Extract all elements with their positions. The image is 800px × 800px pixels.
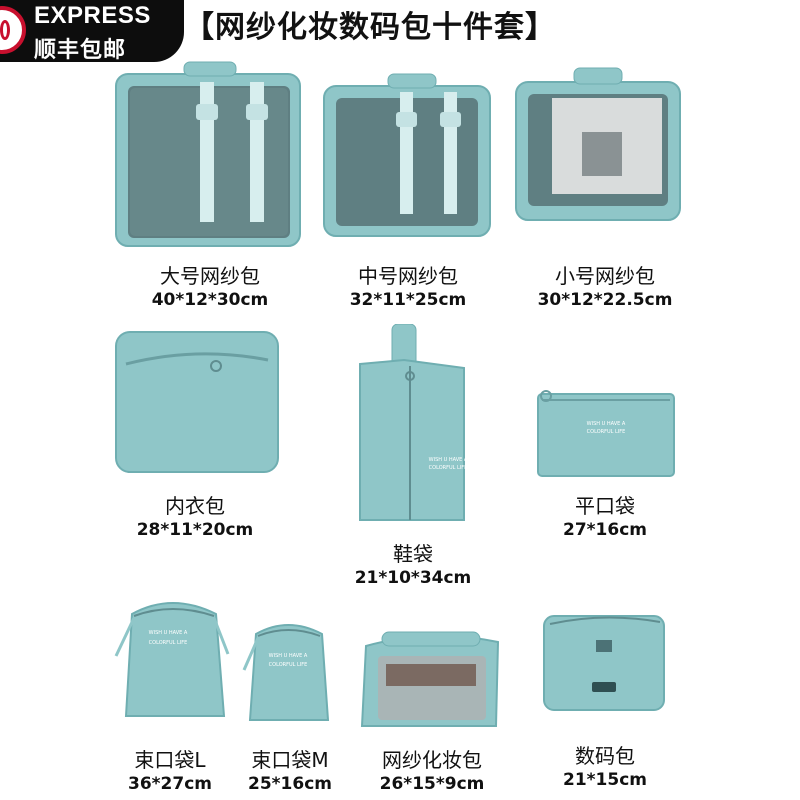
product-name-shoe: 鞋袋 bbox=[393, 542, 433, 566]
product-name-small-mesh: 小号网纱包 bbox=[555, 264, 655, 288]
badge-shipping-text: 顺丰包邮 bbox=[34, 38, 127, 62]
product-name-flat-pouch: 平口袋 bbox=[575, 494, 635, 518]
underwear-bag-image bbox=[115, 331, 279, 473]
drawstring-bag-medium-image bbox=[242, 624, 330, 721]
product-size-small-mesh: 30*12*22.5cm bbox=[537, 290, 673, 310]
product-name-drawstring-medium: 束口袋M bbox=[251, 748, 329, 772]
product-name-digital: 数码包 bbox=[575, 744, 635, 768]
large-mesh-bag-image bbox=[115, 61, 301, 247]
product-size-underwear: 28*11*20cm bbox=[136, 520, 254, 540]
shoe-bag-image bbox=[359, 324, 465, 521]
badge-express-text: EXPRESS bbox=[34, 2, 151, 29]
mesh-cosmetic-bag-image bbox=[360, 631, 500, 727]
express-badge: EXPRESS 顺丰包邮 bbox=[0, 0, 184, 62]
drawstring-large-print: WISH U HAVE A COLORFUL LIFE bbox=[148, 630, 188, 646]
page-title: 【网纱化妆数码包十件套】 bbox=[184, 10, 556, 45]
product-size-drawstring-medium: 25*16cm bbox=[248, 774, 332, 794]
product-name-large-mesh: 大号网纱包 bbox=[160, 264, 260, 288]
drawstring-medium-print: WISH U HAVE A COLORFUL LIFE bbox=[268, 653, 308, 668]
product-size-flat-pouch: 27*16cm bbox=[563, 520, 647, 540]
product-size-digital: 21*15cm bbox=[563, 770, 647, 790]
flat-pouch-print: WISH U HAVE A COLORFUL LIFE bbox=[586, 421, 626, 435]
product-size-drawstring-large: 36*27cm bbox=[128, 774, 212, 794]
product-size-shoe: 21*10*34cm bbox=[354, 568, 472, 588]
flat-pouch-image bbox=[537, 390, 675, 477]
medium-mesh-bag-image bbox=[323, 73, 491, 237]
digital-bag-image bbox=[543, 615, 665, 711]
product-name-mesh-cosmetic: 网纱化妆包 bbox=[382, 748, 482, 772]
product-name-medium-mesh: 中号网纱包 bbox=[358, 264, 458, 288]
shoe-bag-print: WISH U HAVE A COLORFUL LIFE bbox=[428, 457, 468, 471]
express-logo-icon bbox=[0, 6, 26, 54]
small-mesh-bag-image bbox=[515, 67, 681, 221]
product-size-large-mesh: 40*12*30cm bbox=[151, 290, 269, 310]
drawstring-bag-large-image bbox=[114, 602, 230, 717]
product-name-underwear: 内衣包 bbox=[165, 494, 225, 518]
product-size-medium-mesh: 32*11*25cm bbox=[349, 290, 467, 310]
product-size-mesh-cosmetic: 26*15*9cm bbox=[379, 774, 485, 794]
product-name-drawstring-large: 束口袋L bbox=[134, 748, 206, 772]
